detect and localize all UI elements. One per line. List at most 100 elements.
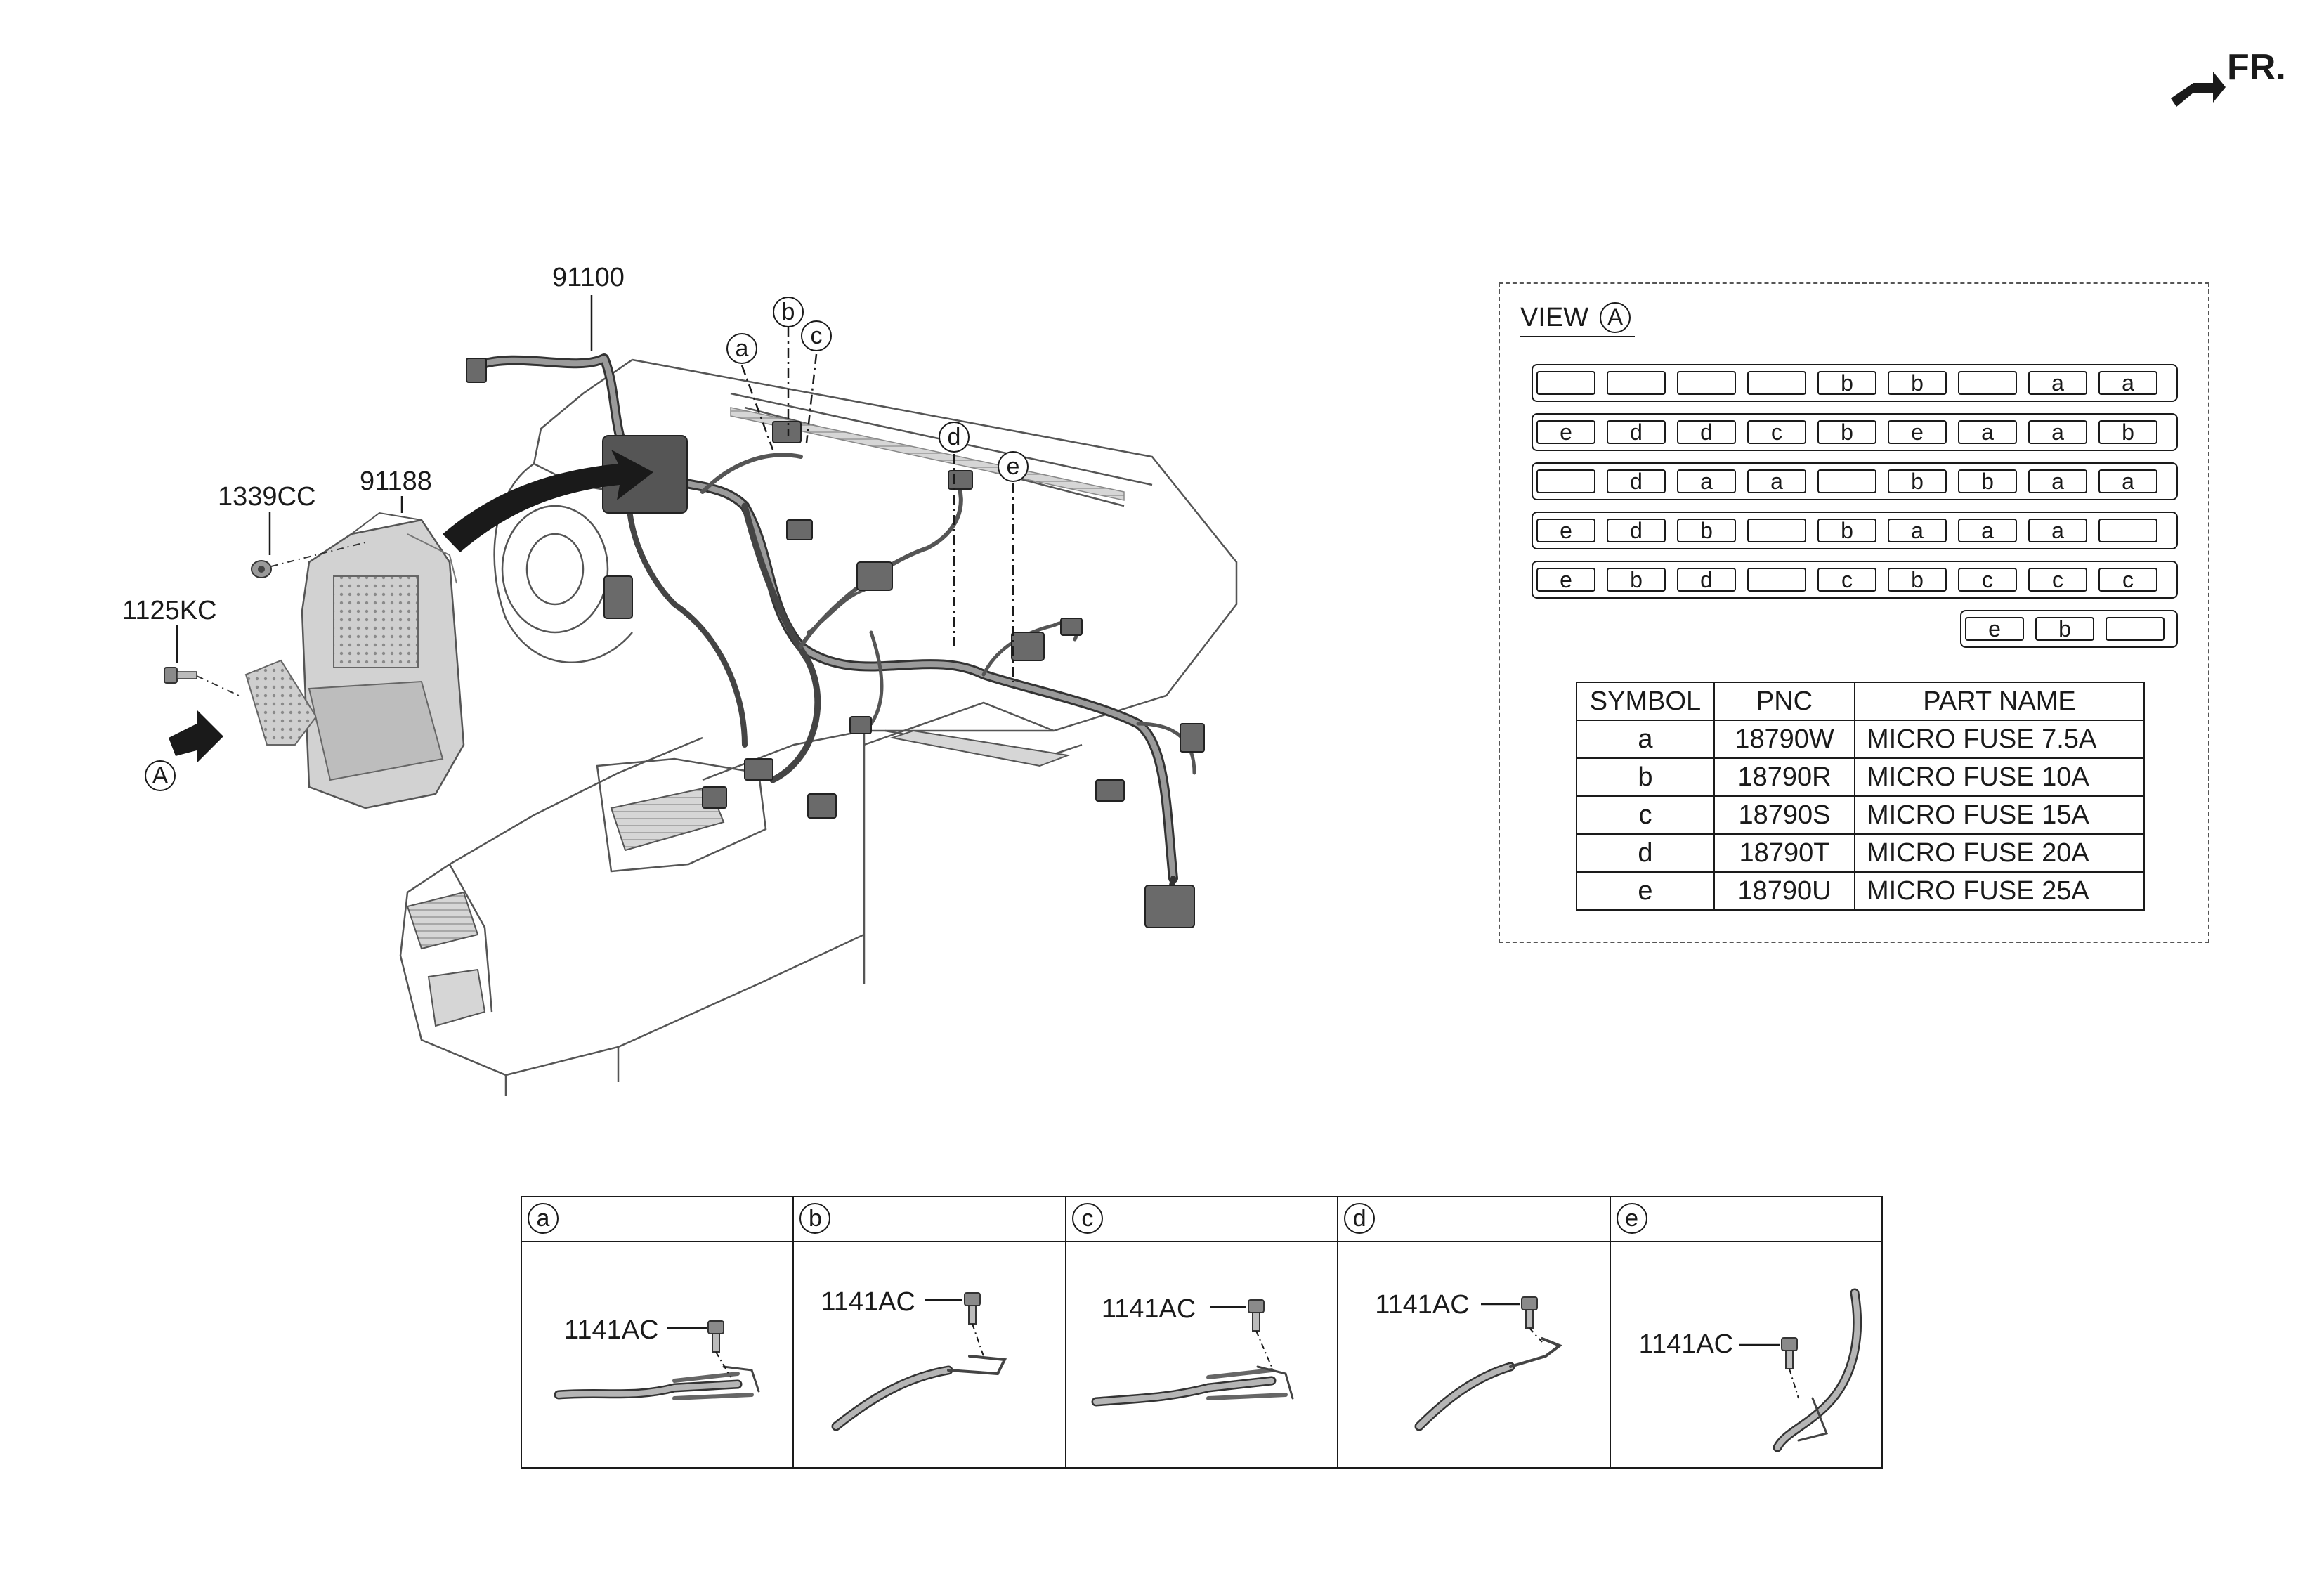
part-label-1339cc: 1339CC <box>218 482 316 512</box>
fuse-slot: e <box>1536 568 1595 592</box>
fuse-slot: b <box>1677 519 1736 542</box>
dashboard-outline <box>399 358 1238 1096</box>
fuse-slot: a <box>1747 469 1806 493</box>
cell-symbol: d <box>1576 833 1715 873</box>
part-label-1125kc: 1125KC <box>122 596 217 625</box>
bolt-icon <box>164 667 197 684</box>
fuse-slot: d <box>1607 420 1666 444</box>
callout-e: e <box>998 451 1029 482</box>
front-arrow-icon <box>2171 72 2226 107</box>
detail-panel-b: b 1141AC <box>794 1197 1066 1467</box>
callout-leaders <box>740 327 1014 682</box>
fuse-slot <box>1747 519 1806 542</box>
fuse-slot: a <box>1677 469 1736 493</box>
view-title-symbol: A <box>1600 302 1631 333</box>
cell-part-name: MICRO FUSE 10A <box>1854 757 2145 797</box>
table-header-symbol: SYMBOL <box>1576 682 1715 721</box>
cell-part-name: MICRO FUSE 7.5A <box>1854 720 2145 759</box>
cell-part-name: MICRO FUSE 20A <box>1854 833 2145 873</box>
fuse-slot: e <box>1536 519 1595 542</box>
fuse-slot: c <box>2098 568 2157 592</box>
table-header-part-name: PART NAME <box>1854 682 2145 721</box>
fuse-slot <box>1747 371 1806 395</box>
fuse-slot: b <box>2098 420 2157 444</box>
fuse-slot: c <box>2028 568 2087 592</box>
cell-part-name: MICRO FUSE 15A <box>1854 795 2145 835</box>
fuse-slot: a <box>2028 371 2087 395</box>
detail-leaders <box>667 1299 1780 1346</box>
fuse-slot: b <box>1817 519 1876 542</box>
cell-pnc: 18790U <box>1713 871 1855 911</box>
cell-pnc: 18790T <box>1713 833 1855 873</box>
fuse-slot: d <box>1677 420 1736 444</box>
callout-b: b <box>773 297 804 327</box>
fuse-slot: c <box>1958 568 2017 592</box>
cell-pnc: 18790W <box>1713 720 1855 759</box>
detail-part-label: 1141AC <box>1101 1294 1196 1324</box>
fuse-slot: e <box>1536 420 1595 444</box>
cell-part-name: MICRO FUSE 25A <box>1854 871 2145 911</box>
detail-panel-d: d 1141AC <box>1338 1197 1611 1467</box>
fuse-slot: a <box>1958 420 2017 444</box>
detail-symbol: e <box>1616 1203 1647 1234</box>
fuse-slot: c <box>1817 568 1876 592</box>
detail-symbol: c <box>1071 1203 1103 1234</box>
fuse-slot: a <box>1888 519 1947 542</box>
view-title: VIEW A <box>1520 302 1636 337</box>
fuse-slot: c <box>1747 420 1806 444</box>
mount-arrow-icon <box>443 450 653 552</box>
view-title-text: VIEW <box>1520 302 1589 332</box>
callout-d: d <box>939 422 970 453</box>
fuse-slot: b <box>2035 617 2094 641</box>
fuse-slot: b <box>1817 420 1876 444</box>
fuse-slot: d <box>1677 568 1736 592</box>
front-label: FR. <box>2227 47 2286 88</box>
callout-a: a <box>726 333 757 364</box>
fuse-slot <box>2106 617 2165 641</box>
callout-c: c <box>801 320 832 351</box>
detail-sketches <box>554 1288 1862 1452</box>
fuse-slot: b <box>1888 568 1947 592</box>
detail-part-label: 1141AC <box>821 1287 915 1317</box>
main-wiring-harness <box>473 353 1196 916</box>
fuse-slot <box>1536 469 1595 493</box>
detail-part-label: 1141AC <box>1638 1329 1734 1359</box>
fuse-slot: a <box>2098 469 2157 493</box>
fuse-slot <box>1677 371 1736 395</box>
table-header-row: SYMBOL PNC PART NAME <box>1576 682 2145 721</box>
fuse-slot: b <box>1888 371 1947 395</box>
fuse-slot: b <box>1888 469 1947 493</box>
fuse-slot <box>1958 371 2017 395</box>
part-label-91100: 91100 <box>552 263 625 292</box>
cell-symbol: c <box>1576 795 1715 835</box>
fuse-slot <box>1536 371 1595 395</box>
view-a-callout: A <box>145 760 176 791</box>
fuse-slot <box>2098 519 2157 542</box>
leader-lines <box>176 295 593 663</box>
detail-header: c <box>1066 1197 1338 1242</box>
view-a-arrow-icon <box>169 710 223 763</box>
fuse-slot: e <box>1965 617 2024 641</box>
cell-pnc: 18790R <box>1713 757 1855 797</box>
detail-header: a <box>522 1197 793 1242</box>
junction-box-drawing <box>244 512 465 809</box>
fuse-slot: b <box>1958 469 2017 493</box>
detail-panel-c: c 1141AC <box>1066 1197 1339 1467</box>
part-label-91188: 91188 <box>360 467 432 496</box>
fuse-slot <box>1607 371 1666 395</box>
cell-symbol: a <box>1576 720 1715 759</box>
view-a-panel <box>1499 282 2209 943</box>
harness-connectors <box>466 358 1205 928</box>
detail-header: d <box>1338 1197 1610 1242</box>
detail-header: b <box>794 1197 1065 1242</box>
fuse-slot: a <box>2098 371 2157 395</box>
nut-icon <box>251 560 272 578</box>
